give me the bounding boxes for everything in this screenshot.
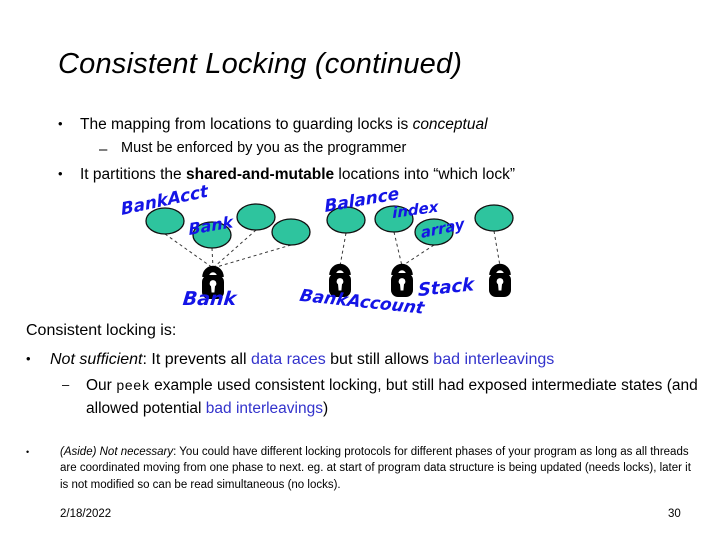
bullet-text: Not sufficient: It prevents all data rac… xyxy=(50,349,702,372)
lower-text-block: Consistent locking is: • Not sufficient: … xyxy=(26,322,702,423)
aside-bullet-marker: • xyxy=(26,447,30,457)
text-run-normal: but still allows xyxy=(325,351,434,368)
bullet-text: Must be enforced by you as the programme… xyxy=(121,138,698,159)
diagram-edge xyxy=(339,232,347,267)
aside-note-text: (Aside) Not necessary: You could have di… xyxy=(60,444,702,493)
memory-location-node xyxy=(145,207,185,235)
dash-marker-icon: – xyxy=(62,376,70,392)
memory-location-node xyxy=(271,218,311,246)
text-run-link[interactable]: data races xyxy=(250,351,326,368)
text-run-normal: Our xyxy=(86,376,117,394)
diagram-edge xyxy=(164,233,214,269)
bullet-marker-icon: • xyxy=(58,165,63,181)
dash-marker-icon: – xyxy=(99,141,108,159)
diagram-edge xyxy=(401,244,435,267)
bullet-item: • Not sufficient: It prevents all data ra… xyxy=(26,349,702,372)
memory-location-node xyxy=(192,221,232,249)
lock-keyhole-stem xyxy=(210,285,216,293)
lock-keyhole-stem xyxy=(497,283,503,291)
lock-icon xyxy=(391,263,413,297)
bullet-item: –Our peek example used consistent lockin… xyxy=(26,375,702,420)
diagram-edge xyxy=(393,231,403,267)
diagram-edge xyxy=(211,247,214,269)
footer-date: 2/18/2022 xyxy=(60,508,112,520)
text-run-mono: peek xyxy=(116,378,150,395)
text-run-link[interactable]: bad interleavings xyxy=(205,399,323,417)
text-run-normal: : It prevents all xyxy=(142,351,251,368)
bullet-marker-icon: • xyxy=(58,116,63,131)
memory-location-node xyxy=(326,206,366,234)
memory-location-node xyxy=(236,203,276,231)
lock-icon xyxy=(202,265,224,299)
bullet-item: • The mapping from locations to guarding … xyxy=(58,114,698,136)
text-run-normal: example used consistent locking, but sti… xyxy=(86,376,698,417)
top-bullet-list: • The mapping from locations to guarding … xyxy=(58,114,698,188)
diagram-svg xyxy=(145,203,514,299)
memory-location-node xyxy=(414,218,454,246)
aside-note: • (Aside) Not necessary: You could have … xyxy=(26,444,702,493)
bullet-text: It partitions the shared-and-mutable loc… xyxy=(80,164,698,186)
text-run-italic: Not sufficient xyxy=(50,351,143,368)
text-run-bold: shared-and-mutable xyxy=(185,165,335,183)
bullet-marker-icon: • xyxy=(26,351,31,366)
diagram-edge xyxy=(212,244,292,269)
page-title: Consistent Locking (continued) xyxy=(58,48,463,80)
text-run-link[interactable]: bad interleavings xyxy=(433,351,555,368)
memory-location-node xyxy=(474,204,514,232)
lock-shackle xyxy=(329,263,351,276)
lock-icon xyxy=(329,263,351,297)
footer-page-number: 30 xyxy=(668,508,681,520)
bullet-item: –Must be enforced by you as the programm… xyxy=(58,138,698,161)
diagram-edge xyxy=(493,230,501,267)
text-run-italic: conceptual xyxy=(412,116,488,133)
lock-keyhole-stem xyxy=(399,283,405,291)
text-run-normal: ) xyxy=(322,399,329,417)
memory-location-node xyxy=(374,205,414,233)
lock-shackle xyxy=(202,265,224,278)
bullet-text: The mapping from locations to guarding l… xyxy=(80,114,698,136)
bullet-item: • It partitions the shared-and-mutable lo… xyxy=(58,164,698,186)
lock-shackle xyxy=(489,263,511,276)
bullet-text: Our peek example used consistent locking… xyxy=(86,375,702,420)
text-run-normal: It partitions the xyxy=(80,165,186,183)
text-run-italic: (Aside) Not necessary xyxy=(60,446,174,458)
lower-bullet-list: • Not sufficient: It prevents all data ra… xyxy=(26,349,702,420)
lock-keyhole-stem xyxy=(337,283,343,291)
lock-icon xyxy=(489,263,511,297)
consistent-locking-intro: Consistent locking is: xyxy=(26,322,177,339)
lock-shackle xyxy=(391,263,413,276)
text-run-normal: locations into “which lock” xyxy=(334,165,516,183)
text-run-normal: The mapping from locations to guarding l… xyxy=(80,116,413,133)
text-run-normal: Must be enforced by you as the programme… xyxy=(121,140,407,157)
text-run-normal: : You could have different locking proto… xyxy=(60,446,691,491)
